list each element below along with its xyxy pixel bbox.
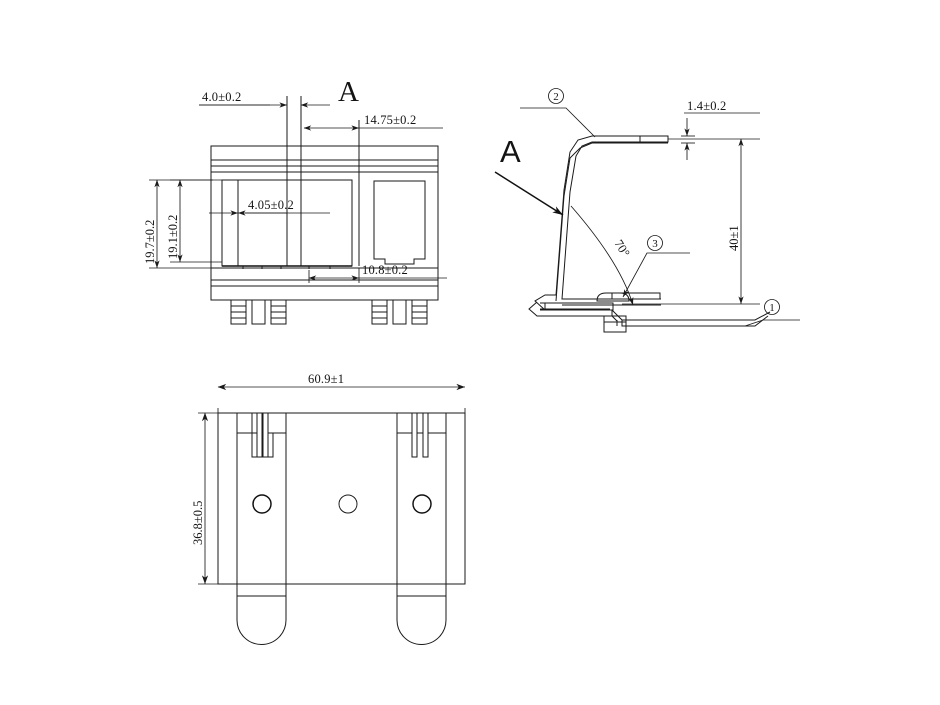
- angle-label-70: 70°: [611, 237, 632, 259]
- section-marker-a-side: A: [500, 134, 521, 169]
- dim-front-height-inner: 19.1±0.2: [166, 179, 222, 263]
- balloon-3-number: 3: [652, 238, 658, 250]
- section-view: 70° 1.4±0.2 40±1 2 3: [494, 88, 800, 333]
- front-view-base-strip: [211, 265, 438, 269]
- dim-label-10-8: 10.8±0.2: [362, 263, 408, 277]
- bottom-view-right-tab: [396, 412, 447, 645]
- dim-label-1-4: 1.4±0.2: [687, 99, 727, 113]
- section-marker-a-front: A: [338, 76, 359, 108]
- front-view-right-cavity: [373, 180, 426, 265]
- dim-section-height: 40±1: [622, 138, 760, 305]
- dim-label-36-8: 36.8±0.5: [191, 501, 205, 545]
- dim-label-19-1: 19.1±0.2: [166, 215, 180, 259]
- front-view-pins-right: [371, 299, 428, 325]
- balloon-1-number: 1: [769, 302, 775, 314]
- balloon-2: 2: [520, 88, 596, 138]
- bottom-view-center-hole: [338, 494, 358, 514]
- dim-label-19-7: 19.7±0.2: [143, 220, 157, 264]
- section-view-bracket-profile: [534, 135, 669, 311]
- dim-label-4-0: 4.0±0.2: [202, 90, 242, 104]
- bottom-view-plate: [217, 412, 466, 585]
- balloon-2-number: 2: [553, 91, 559, 103]
- front-view-body-outline: [210, 145, 439, 301]
- balloon-3: 3: [622, 235, 690, 298]
- dim-label-14-75: 14.75±0.2: [364, 113, 416, 127]
- bottom-view-left-tab: [236, 412, 287, 645]
- section-view-base-plate: [528, 301, 771, 327]
- dim-label-4-05: 4.05±0.2: [248, 198, 294, 212]
- section-view-angle-arc: 70°: [570, 205, 634, 306]
- dim-front-inner-width: 4.05±0.2: [209, 198, 330, 216]
- dim-front-top-left-width: 4.0±0.2: [199, 90, 330, 108]
- front-view: 4.0±0.2 14.75±0.2 4.05±0.2 10.8±0.2: [143, 76, 447, 325]
- dim-bottom-height: 36.8±0.5: [191, 412, 222, 585]
- dim-front-lower-width: 10.8±0.2: [308, 263, 447, 283]
- front-view-center-ribs: [286, 96, 360, 266]
- front-view-pins-left: [230, 299, 287, 325]
- balloon-1: 1: [744, 299, 800, 327]
- section-marker-a-side-group: A: [494, 134, 564, 216]
- dim-section-thickness: 1.4±0.2: [681, 99, 760, 160]
- bottom-view: 60.9±1 36.8±0.5: [191, 372, 466, 645]
- dim-label-40: 40±1: [727, 225, 741, 251]
- dim-label-60-9: 60.9±1: [308, 372, 344, 386]
- dim-bottom-width: 60.9±1: [217, 372, 466, 430]
- dim-front-top-right-width: 14.75±0.2: [303, 113, 443, 131]
